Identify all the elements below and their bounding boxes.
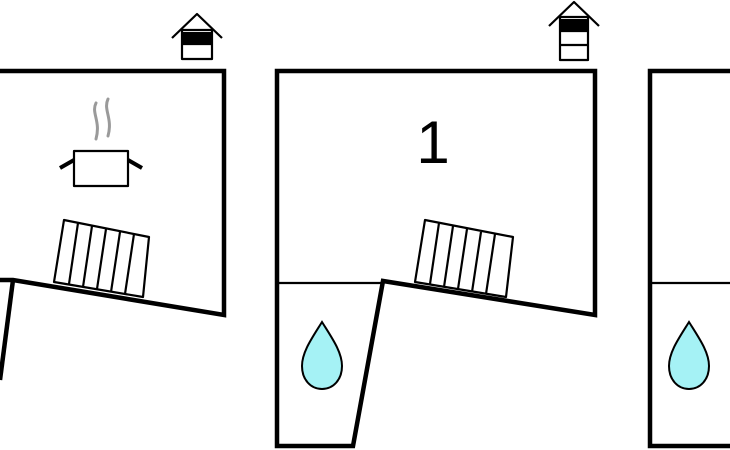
room-middle: 1 xyxy=(274,0,600,449)
water-drop-icon xyxy=(667,320,711,391)
house-floor-indicator-icon xyxy=(171,12,223,61)
middle-room-walls xyxy=(274,68,598,449)
radiator-icon xyxy=(52,218,151,299)
room-left xyxy=(0,12,227,381)
radiator-icon xyxy=(413,218,515,299)
left-room-lower-wall xyxy=(0,279,16,381)
house-floor-indicator-icon xyxy=(548,0,600,62)
water-drop-icon xyxy=(300,320,344,391)
room-right xyxy=(647,68,730,449)
cooking-pot-icon xyxy=(59,97,143,188)
left-room-walls xyxy=(0,68,227,318)
right-room-walls xyxy=(647,68,730,449)
room-number-label: 1 xyxy=(416,109,449,176)
